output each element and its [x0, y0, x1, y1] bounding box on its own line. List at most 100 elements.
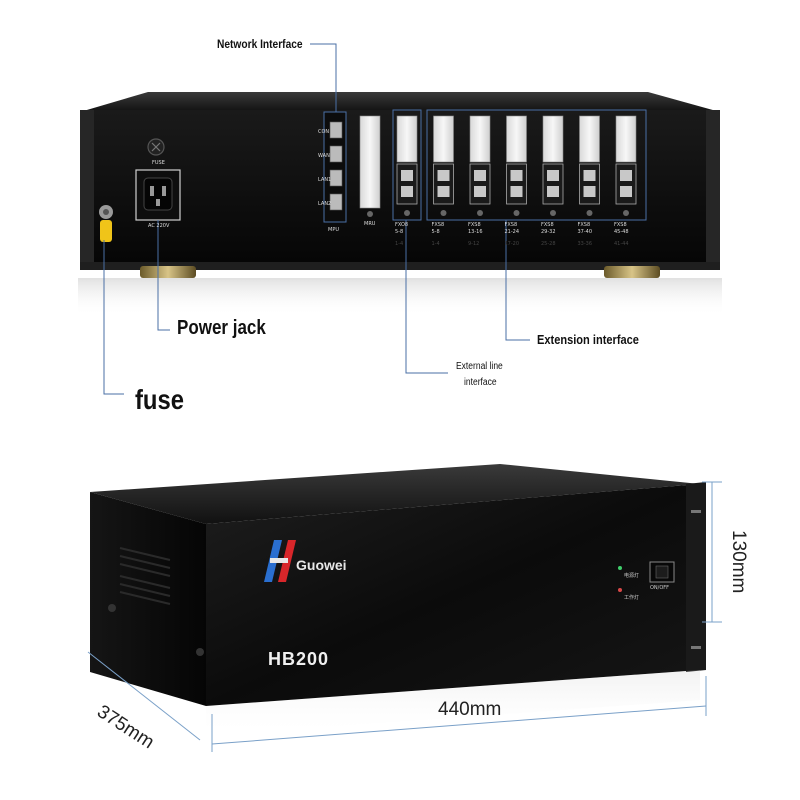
card-label: 1-4 — [395, 241, 404, 247]
card-label: 5-8 — [431, 229, 440, 235]
expansion-card — [433, 115, 454, 163]
expansion-card — [469, 115, 491, 163]
front-face — [206, 484, 700, 706]
card-label: FXS8 — [468, 222, 481, 228]
card-label: 25-28 — [541, 241, 556, 247]
rear-ac-text: AC 220V — [148, 223, 170, 229]
width-dimension: 440mm — [438, 699, 502, 720]
power-switch — [649, 561, 675, 583]
mpu-port-con — [329, 121, 343, 139]
card-label: 13-16 — [468, 229, 483, 235]
front-view — [87, 464, 722, 752]
fuse-holder — [147, 138, 165, 156]
switch-label: ON/OFF — [650, 585, 670, 591]
extension-leader — [505, 220, 530, 341]
rj-jack — [474, 186, 486, 197]
expansion-card — [542, 115, 564, 163]
mpu-port-label: WAN — [318, 153, 330, 159]
card-screw — [440, 210, 447, 216]
extension-box — [426, 109, 647, 221]
mpu-port-lan1 — [329, 169, 343, 187]
ground-terminal — [99, 205, 113, 242]
rj-jack — [620, 170, 632, 181]
rear-mru-text: MRU — [364, 221, 376, 227]
card-label: 1-4 — [431, 241, 440, 247]
card-label: FXS8 — [614, 222, 627, 228]
rj-jack — [474, 170, 486, 181]
rj-jack — [510, 170, 523, 181]
external-line-label-line2: interface — [464, 377, 497, 388]
rj-jack — [547, 170, 559, 181]
rear-view — [78, 43, 722, 395]
front-model-name: HB200 — [268, 649, 330, 669]
card-screw — [550, 210, 556, 216]
card-label: FXS8 — [504, 222, 518, 228]
card-label: 5-8 — [395, 229, 404, 235]
card-label: 37-40 — [577, 229, 593, 235]
rj-jack — [510, 186, 523, 197]
external-line-leader — [405, 220, 448, 374]
external-line-label-line1: External line — [456, 361, 503, 372]
card-screw — [404, 210, 410, 216]
front-top — [90, 464, 700, 524]
card-label: 9-12 — [468, 241, 480, 247]
work-led — [618, 588, 622, 592]
brand-logo — [264, 540, 296, 582]
power-led-label: 电源灯 — [624, 573, 640, 579]
mpu-port-label: LAN1 — [318, 177, 332, 183]
card-label: 17-20 — [504, 241, 520, 247]
power-jack-label: Power jack — [177, 317, 266, 339]
rj-jack — [401, 186, 413, 197]
power-leader — [157, 220, 170, 331]
network-interface-label: Network Interface — [217, 37, 303, 51]
card-label: FXS8 — [577, 222, 591, 228]
rj-jack — [583, 170, 596, 181]
network-leader — [310, 43, 337, 112]
expansion-card — [579, 115, 600, 163]
rear-reflection — [78, 278, 722, 316]
front-brand-name: Guowei — [296, 557, 347, 573]
rj-jack — [437, 186, 450, 197]
depth-dimension-line — [87, 651, 201, 741]
card-screw — [623, 210, 629, 216]
card-screw — [586, 210, 593, 216]
rj-jack — [583, 186, 596, 197]
side-vents — [119, 547, 171, 605]
foot-right — [604, 266, 660, 278]
card-label: 29-32 — [541, 229, 556, 235]
rj-jack — [437, 170, 450, 181]
rj-jack — [547, 186, 559, 197]
fuse-label: fuse — [135, 384, 184, 415]
expansion-card — [506, 115, 527, 163]
expansion-card — [396, 115, 418, 163]
power-led — [618, 566, 622, 570]
foot-left — [140, 266, 196, 278]
rear-fuse-text: FUSE — [152, 160, 165, 166]
rack-ear — [686, 482, 706, 672]
width-dimension-line — [211, 705, 707, 745]
card-label: FXS8 — [541, 222, 554, 228]
card-screw — [513, 210, 520, 216]
card-label: FXO8 — [395, 222, 409, 228]
rj-jack — [401, 170, 413, 181]
external-line-box — [392, 109, 422, 221]
rj-jack — [620, 186, 632, 197]
height-dimension: 130mm — [728, 530, 749, 594]
card-label: 45-48 — [614, 229, 629, 235]
mpu-port-label: LAN2 — [318, 201, 332, 207]
rear-mpu-text: MPU — [328, 227, 339, 233]
rear-top-lid — [80, 92, 720, 112]
expansion-card — [615, 115, 637, 163]
mpu-port-wan — [329, 145, 343, 163]
work-led-label: 工作灯 — [624, 595, 640, 601]
card-label: 33-36 — [577, 241, 593, 247]
mpu-port-lan2 — [329, 193, 343, 211]
power-socket — [135, 169, 181, 221]
expansion-cards — [396, 115, 637, 216]
mru-slot — [359, 115, 381, 217]
card-label: 41-44 — [614, 241, 629, 247]
fuse-leader — [103, 240, 124, 395]
mpu-module — [323, 111, 347, 223]
card-label: 21-24 — [504, 229, 520, 235]
